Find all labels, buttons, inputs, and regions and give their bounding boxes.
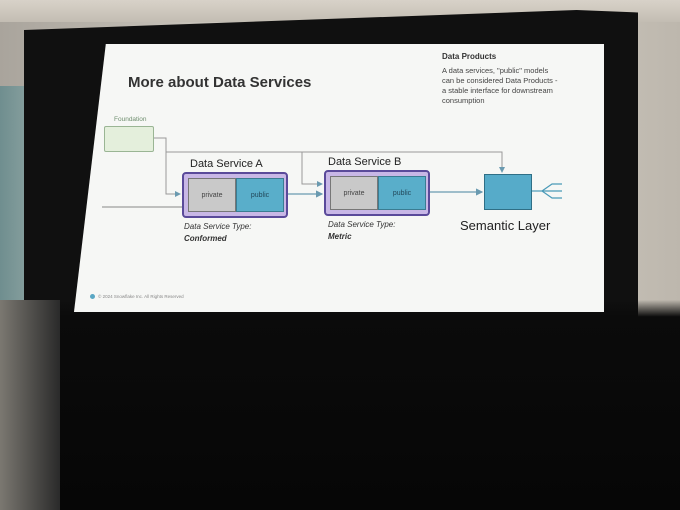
data-products-description: A data services, "public" models can be … (442, 66, 558, 105)
semantic-layer-label: Semantic Layer (460, 218, 551, 233)
service-b-box: private public (324, 170, 430, 216)
service-b-public: public (378, 176, 426, 210)
stage-edge (0, 300, 60, 510)
fork-icon (530, 183, 562, 199)
slide-footer: © 2024 Snowflake Inc. All Rights Reserve… (98, 294, 184, 299)
data-products-heading: Data Products (442, 52, 497, 61)
service-b-type-value: Metric (328, 232, 352, 241)
foundation-label: Foundation (114, 116, 147, 123)
semantic-layer-box (484, 174, 532, 210)
foundation-box (104, 126, 154, 152)
service-b-title: Data Service B (328, 156, 402, 168)
stage-drape (0, 300, 680, 510)
service-b-type-label: Data Service Type: (328, 220, 396, 229)
service-a-public: public (236, 178, 284, 212)
connector-lines (102, 137, 562, 208)
slide-title: More about Data Services (128, 74, 312, 91)
service-b-private: private (330, 176, 378, 210)
presentation-slide: More about Data Services Data Products A… (74, 44, 604, 312)
service-a-type-label: Data Service Type: (184, 222, 252, 231)
service-a-type-value: Conformed (184, 234, 227, 243)
service-a-private: private (188, 178, 236, 212)
snowflake-logo-icon (90, 294, 95, 299)
service-a-title: Data Service A (190, 158, 263, 170)
service-a-box: private public (182, 172, 288, 218)
